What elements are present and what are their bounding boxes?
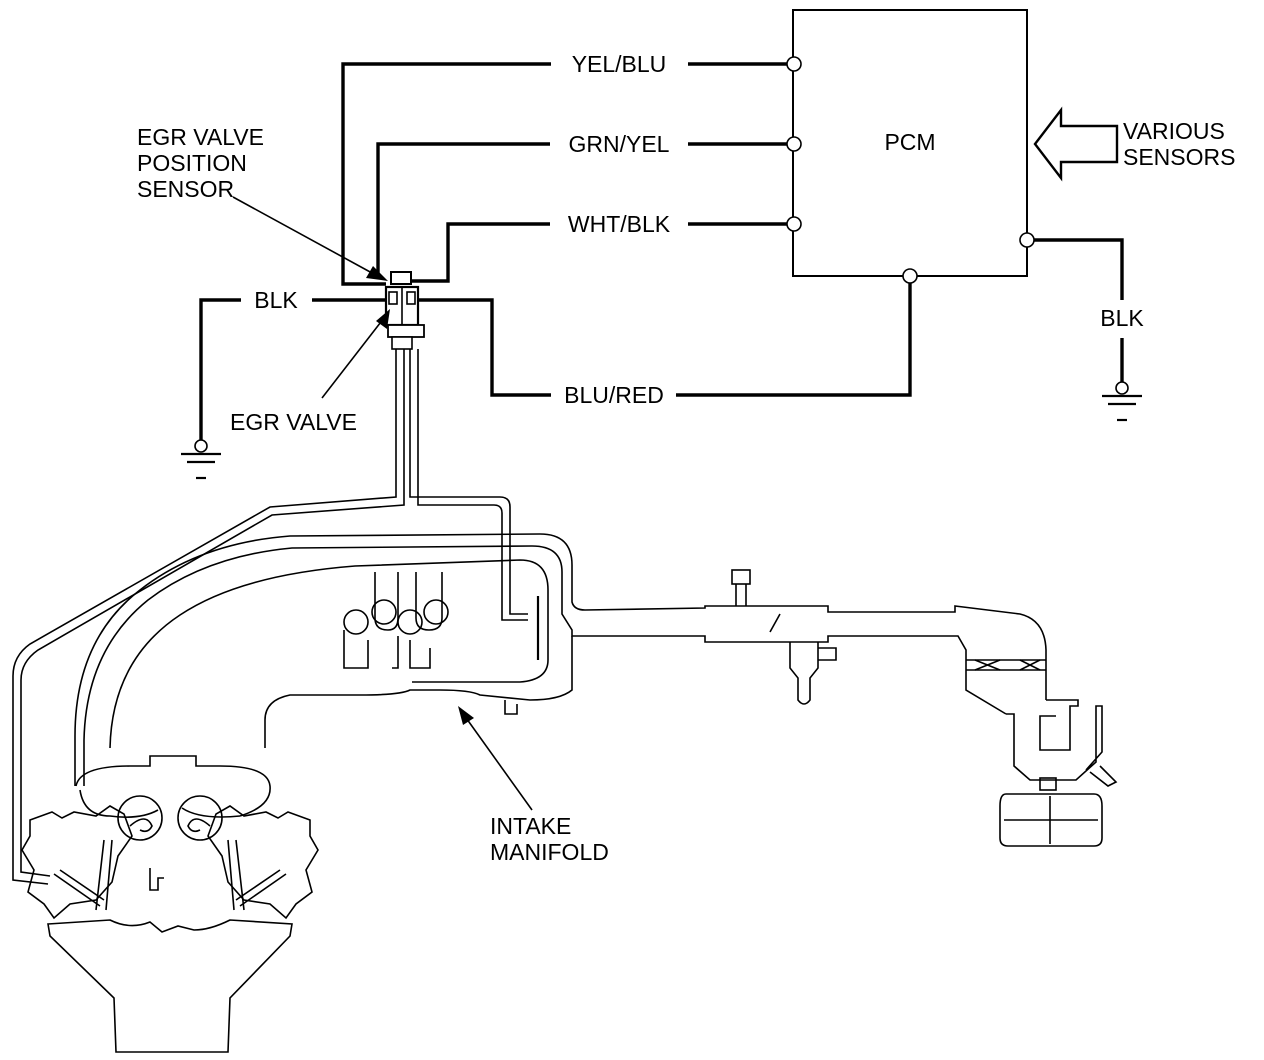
wire-label-blk-left: BLK — [254, 287, 298, 313]
egr-valve-pointer-icon — [321, 309, 390, 399]
pcm-label: PCM — [884, 129, 935, 155]
wire-blu-red-left — [418, 298, 551, 397]
wire-wht-blk-left — [408, 222, 550, 283]
wire-yel-blu-left — [341, 62, 551, 286]
pcm-terminal-grn-yel — [786, 136, 802, 152]
pcm-module: PCM — [786, 9, 1035, 284]
wire-label-grn-yel: GRN/YEL — [569, 131, 670, 157]
wire-label-blk-right: BLK — [1100, 305, 1144, 331]
ground-icon-right — [1102, 381, 1142, 422]
wiring-harness — [199, 62, 1124, 440]
egr-tube — [12, 349, 528, 885]
wire-label-wht-blk: WHT/BLK — [568, 211, 671, 237]
throttle-body — [731, 569, 837, 705]
pcm-terminal-blu-red — [902, 268, 918, 284]
pcm-terminal-wht-blk — [786, 216, 802, 232]
intake-manifold-label-line2: MANIFOLD — [490, 839, 609, 865]
pcm-terminal-ground — [1019, 232, 1035, 248]
egr-position-sensor-label-line2: POSITION — [137, 150, 247, 176]
egr-position-sensor-label-line3: SENSOR — [137, 176, 234, 202]
various-sensors-label-line1: VARIOUS — [1123, 118, 1225, 144]
wire-grn-yel-left — [376, 142, 550, 276]
air-cleaner — [966, 659, 1118, 847]
intake-manifold — [74, 533, 1047, 786]
ground-icon-left — [181, 439, 221, 480]
egr-valve-label: EGR VALVE — [230, 409, 357, 435]
wire-blk-left-down — [199, 298, 241, 440]
intake-manifold-pointer-icon — [458, 706, 533, 811]
position-sensor-pointer-icon — [232, 196, 388, 281]
wire-label-blu-red: BLU/RED — [564, 382, 664, 408]
wire-blu-red-right — [676, 283, 912, 397]
various-sensors-arrow-icon — [1033, 106, 1119, 182]
engine-block — [21, 755, 319, 1053]
egr-position-sensor-label-line1: EGR VALVE — [137, 124, 264, 150]
wire-blk-right-top — [1034, 238, 1124, 300]
various-sensors-label-line2: SENSORS — [1123, 144, 1235, 170]
egr-valve-assembly — [384, 271, 425, 350]
pcm-terminal-yel-blu — [786, 56, 802, 72]
wire-label-yel-blu: YEL/BLU — [572, 51, 667, 77]
egr-position-sensor-body — [390, 271, 412, 285]
intake-manifold-label-line1: INTAKE — [490, 813, 571, 839]
